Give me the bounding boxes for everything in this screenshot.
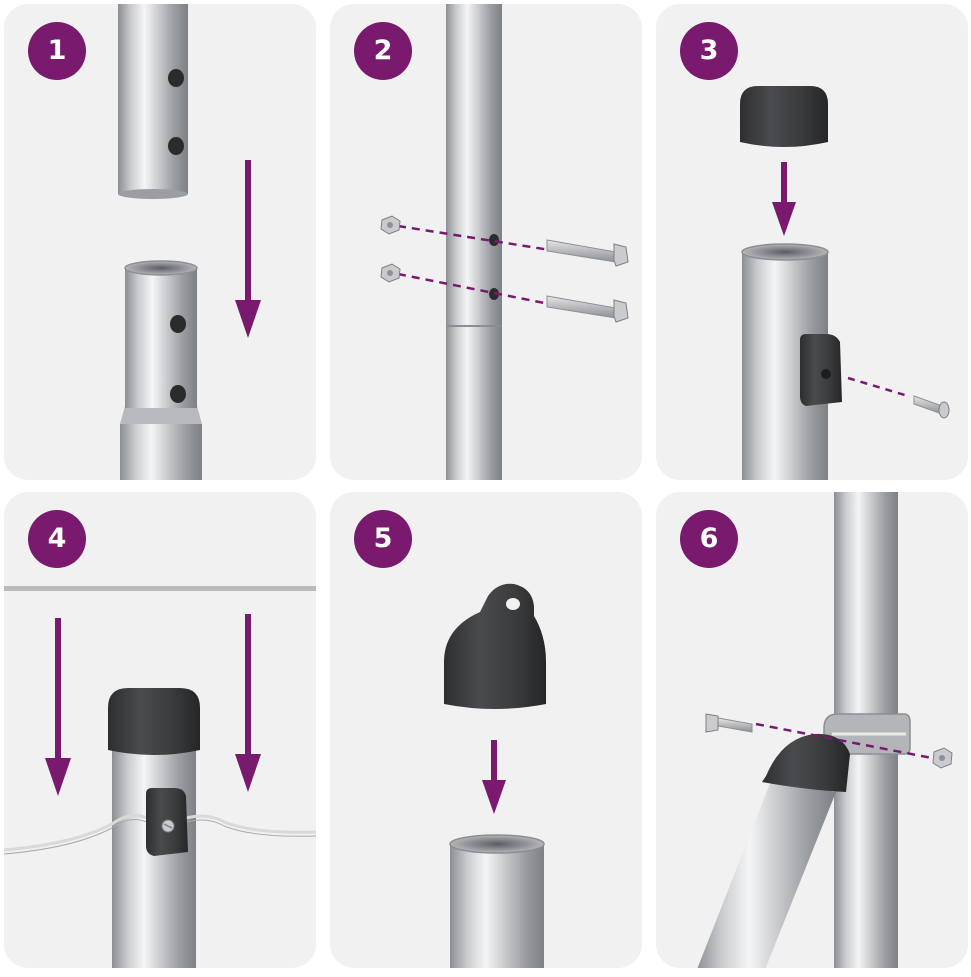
step-number-badge: 4 (28, 510, 86, 568)
step-6-panel: 6 (656, 492, 968, 968)
step-number-badge: 6 (680, 510, 738, 568)
bolt-head (613, 299, 629, 323)
lower-tube-opening (124, 260, 198, 276)
step-4-illustration (4, 586, 316, 968)
guide-line (847, 376, 909, 398)
step-3-panel: 3 (656, 4, 968, 480)
step-4-panel: 4 (4, 492, 316, 968)
screw-icon (913, 395, 943, 415)
nut-hole (939, 755, 945, 761)
tension-wire (4, 814, 155, 852)
pole-hole (489, 234, 499, 246)
step-number-badge: 5 (354, 510, 412, 568)
pole-opening (741, 243, 829, 261)
nut-hole (387, 222, 393, 228)
arrow-down-icon (45, 758, 71, 796)
tension-wire (173, 814, 316, 834)
arrow-down-icon (235, 754, 261, 792)
lower-tube-base (120, 424, 202, 480)
bolt-icon (546, 295, 617, 319)
clip-screw-hole (821, 369, 831, 379)
lower-tube-swage (125, 268, 197, 408)
step-1-illustration (118, 4, 261, 480)
wire-clip-icon (800, 334, 842, 406)
upper-tube-end (118, 189, 188, 199)
arrow-down-icon (772, 202, 796, 236)
pole-opening (449, 834, 545, 854)
lower-tube-hole (170, 385, 186, 403)
step-2-panel: 2 (330, 4, 642, 480)
step-5-panel: 5 (330, 492, 642, 968)
lower-tube-shoulder (120, 406, 202, 424)
clip-screw-slot (163, 823, 173, 829)
brace-cap-icon (762, 733, 850, 792)
bolt-icon (717, 717, 753, 733)
upper-tube (118, 4, 188, 194)
bolt-icon (546, 239, 617, 263)
brace-tube (697, 778, 836, 968)
arrow-down-icon (482, 780, 506, 814)
step-6-illustration (697, 492, 953, 968)
step-number-badge: 1 (28, 22, 86, 80)
step-number-badge: 2 (354, 22, 412, 80)
nut-hole (387, 270, 393, 276)
eye-cap-hole (506, 598, 520, 610)
step-1-panel: 1 (4, 4, 316, 480)
lower-tube-hole (170, 315, 186, 333)
step-number-badge: 3 (680, 22, 738, 80)
guide-line (755, 722, 933, 760)
step-5-illustration (444, 583, 546, 968)
tension-wire (4, 819, 155, 855)
upper-tube-hole (168, 69, 184, 87)
arrow-down-icon (235, 300, 261, 338)
bolt-head (705, 713, 719, 733)
end-cap-icon (740, 86, 828, 147)
end-cap-icon (108, 688, 200, 755)
upper-tube-hole (168, 137, 184, 155)
pole-tube (450, 844, 544, 968)
tension-wire-top (4, 586, 316, 591)
bolt-head (613, 243, 629, 267)
eye-cap-icon (444, 583, 546, 709)
screw-head (938, 401, 950, 419)
tension-wire (173, 819, 316, 837)
step-3-illustration (740, 86, 950, 480)
step-2-illustration (380, 4, 629, 480)
